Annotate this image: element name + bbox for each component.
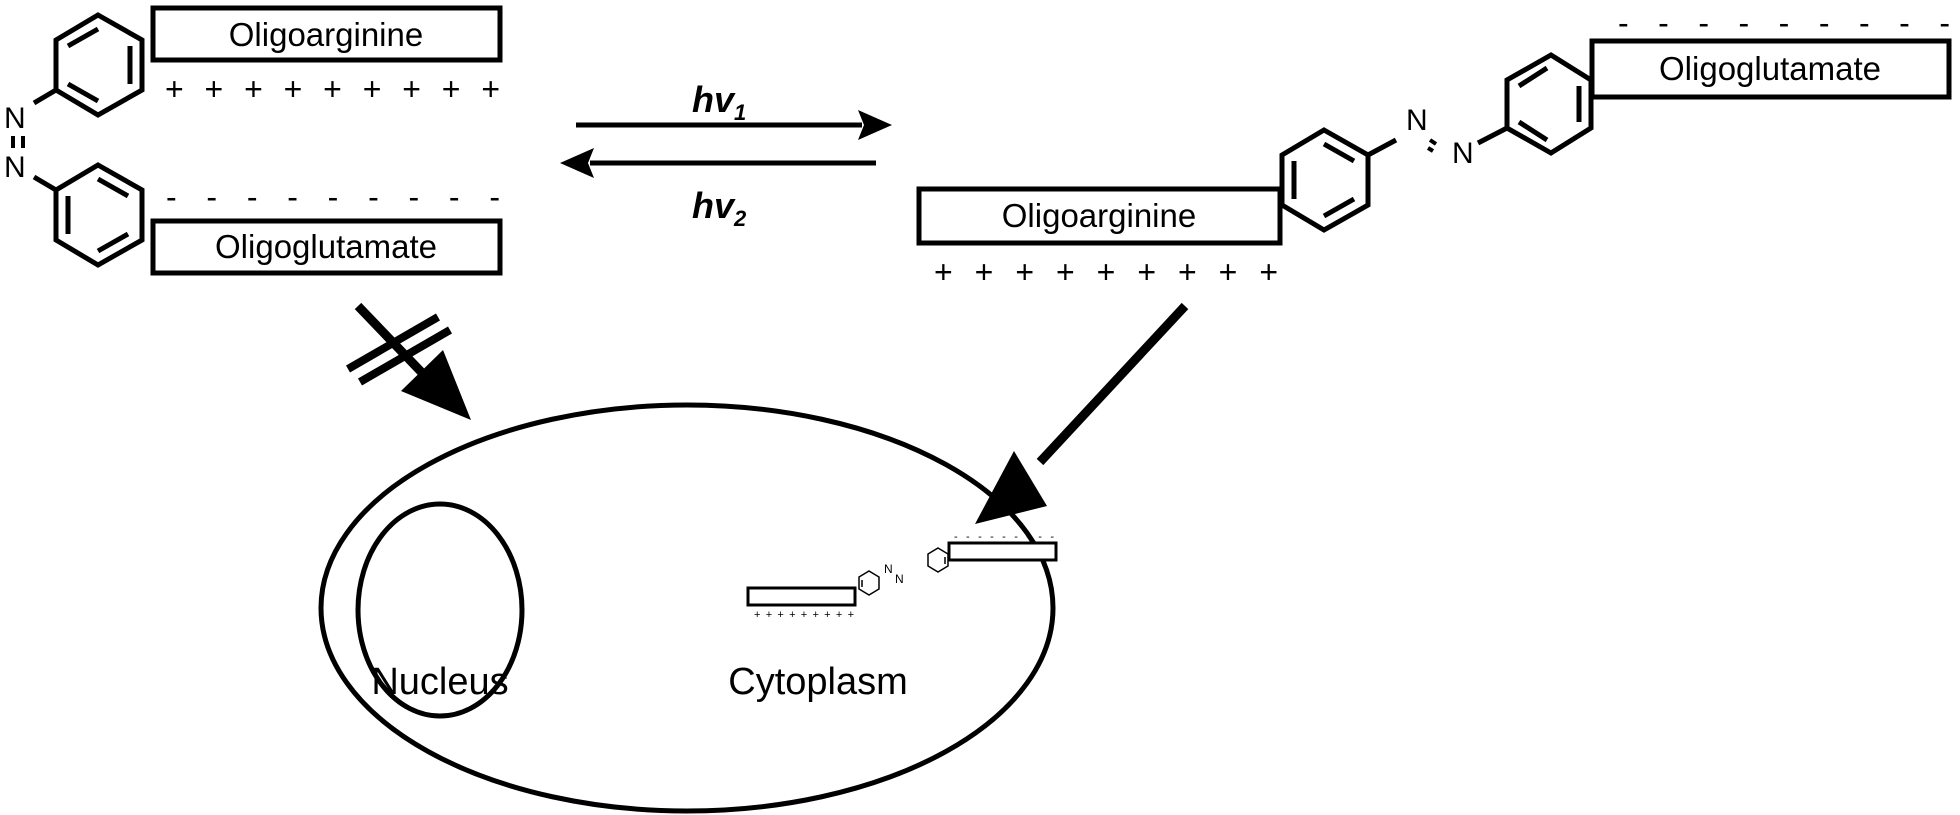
trans-azo-double-bond [1426, 138, 1438, 153]
mini-left-phenyl-ring [858, 570, 880, 596]
trans-azobenzene-conjugate: - - - - - - - - - Oligoglutamate N N [916, 5, 1952, 290]
cell: Nucleus Cytoplasm + + + + + + + + + N N … [318, 402, 1058, 814]
nucleus-label: Nucleus [371, 661, 508, 703]
cis-upper-phenyl-ring [53, 12, 145, 118]
blocked-symbol [345, 313, 453, 386]
cis-lower-phenyl-ring [53, 162, 145, 268]
cis-azo-n1: N [4, 102, 26, 135]
hv2-label: hv2 [692, 185, 747, 231]
trans-oligoarginine-box: Oligoarginine [916, 186, 1283, 246]
mini-oligoglutamate-box [947, 541, 1058, 562]
cis-bond-n2-ring [32, 174, 58, 193]
trans-azo-n1: N [1406, 104, 1428, 137]
reverse-arrow [560, 148, 876, 178]
trans-oligoarginine-label: Oligoarginine [1002, 197, 1196, 234]
cis-bond-ring-n1 [32, 87, 58, 106]
mini-right-phenyl-ring [927, 547, 949, 573]
nucleus [355, 501, 525, 719]
photoswitch-arrows: hv1 hv2 [560, 79, 892, 231]
cell-membrane [318, 402, 1056, 814]
cis-oligoarginine-label: Oligoarginine [229, 16, 423, 53]
trans-left-phenyl-ring [1279, 127, 1371, 233]
trans-bond-n1-ring [1366, 137, 1398, 158]
cis-oligoarginine-box: Oligoarginine [150, 5, 503, 63]
cytoplasm-label: Cytoplasm [728, 661, 908, 703]
trans-oligoglutamate-label: Oligoglutamate [1659, 50, 1881, 87]
blocked-entry-arrow [345, 302, 471, 420]
mini-oligoarginine-box [746, 586, 857, 607]
hv1-label: hv1 [692, 79, 746, 125]
cis-azobenzene-conjugate: N N Oligoarginine + + + + + + + + + - - … [4, 5, 503, 276]
trans-negative-charges: - - - - - - - - - [1618, 5, 1950, 41]
internalized-conjugate: + + + + + + + + + N N - - - - - - - - - [746, 531, 1058, 621]
trans-oligoglutamate-box: Oligoglutamate [1589, 38, 1952, 100]
mini-negative-charges: - - - - - - - - - [954, 531, 1054, 543]
permitted-entry-arrow [975, 302, 1189, 524]
trans-azo-n2: N [1452, 137, 1474, 170]
trans-bond-ring-n2 [1476, 125, 1509, 146]
trans-right-phenyl-ring [1504, 52, 1594, 156]
cis-negative-charges: - - - - - - - - - [166, 179, 500, 215]
trans-positive-charges: + + + + + + + + + [934, 254, 1278, 290]
cis-azo-n2: N [4, 151, 26, 184]
cis-azo-double-bond [11, 136, 25, 148]
forward-arrow [576, 110, 892, 140]
mini-positive-charges: + + + + + + + + + [754, 609, 854, 621]
mini-azo-n2: N [895, 572, 904, 586]
cis-oligoglutamate-label: Oligoglutamate [215, 228, 437, 265]
mini-azo-n1: N [884, 562, 893, 576]
cis-positive-charges: + + + + + + + + + [165, 71, 500, 107]
cis-oligoglutamate-box: Oligoglutamate [150, 218, 503, 276]
